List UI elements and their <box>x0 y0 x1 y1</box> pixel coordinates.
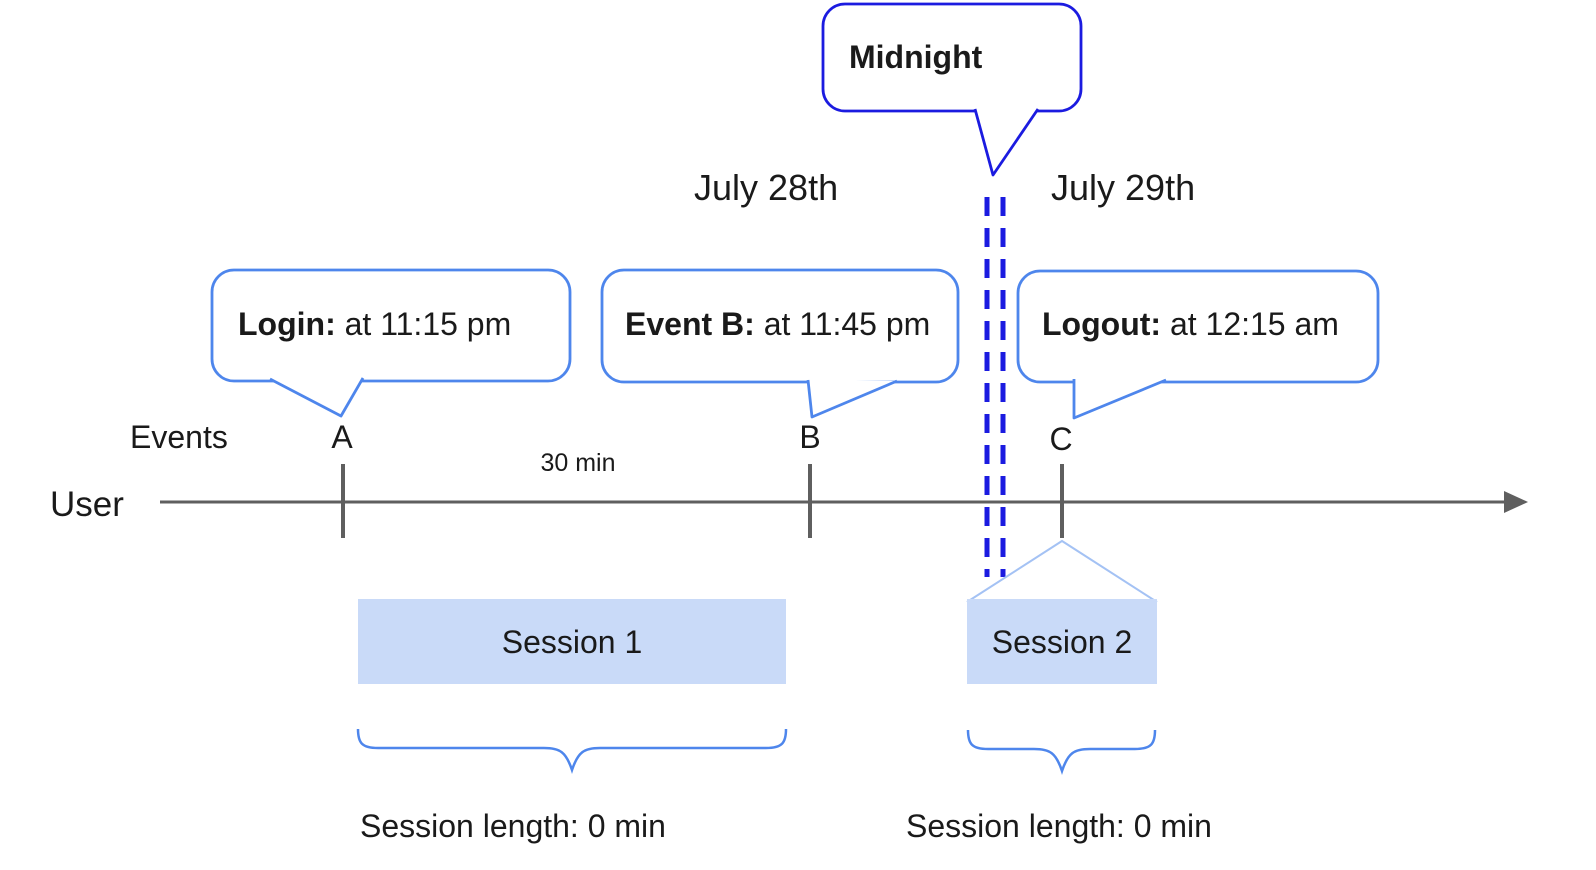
event-b-callout-text: Event B: at 11:45 pm <box>625 308 930 340</box>
timeline-arrowhead-icon <box>1504 491 1528 513</box>
event-b-callout-tail <box>806 379 898 419</box>
login-callout-tail <box>269 377 365 418</box>
date-july-28-label: July 28th <box>694 167 839 208</box>
event-b-callout-title: Event B: <box>625 306 755 342</box>
session1-length-label: Session length: 0 min <box>360 808 666 844</box>
login-callout-text: Login: at 11:15 pm <box>238 308 511 340</box>
event-marker-b: B <box>799 419 821 455</box>
login-callout-title: Login: <box>238 306 336 342</box>
logout-callout-text: Logout: at 12:15 am <box>1042 308 1339 340</box>
events-row-label: Events <box>130 419 228 455</box>
session2-start-connector <box>966 539 1158 603</box>
event-marker-c: C <box>1049 421 1073 457</box>
logout-callout-title: Logout: <box>1042 306 1162 342</box>
session1-bar <box>358 599 786 684</box>
login-callout-detail: at 11:15 pm <box>335 306 512 342</box>
event-marker-a: A <box>331 419 353 455</box>
date-july-29-label: July 29th <box>1051 167 1196 208</box>
logout-callout-bubble <box>1016 269 1380 384</box>
midnight-label: Midnight <box>849 39 983 75</box>
session1-label: Session 1 <box>501 624 643 660</box>
logout-callout-tail <box>1072 378 1167 420</box>
midnight-callout-bubble <box>821 2 1083 113</box>
event-b-callout-detail: at 11:45 pm <box>754 306 931 342</box>
midnight-callout-tail <box>973 108 1040 177</box>
logout-callout-detail: at 12:15 am <box>1161 306 1339 342</box>
session2-label: Session 2 <box>991 624 1133 660</box>
interval-30min-label: 30 min <box>540 449 616 477</box>
event-b-callout-bubble <box>600 268 960 384</box>
session2-bar <box>967 599 1157 684</box>
session1-brace <box>356 728 788 774</box>
login-callout-bubble <box>210 268 572 383</box>
user-row-label: User <box>50 485 124 524</box>
session2-length-label: Session length: 0 min <box>906 808 1212 844</box>
session2-brace <box>966 729 1157 775</box>
